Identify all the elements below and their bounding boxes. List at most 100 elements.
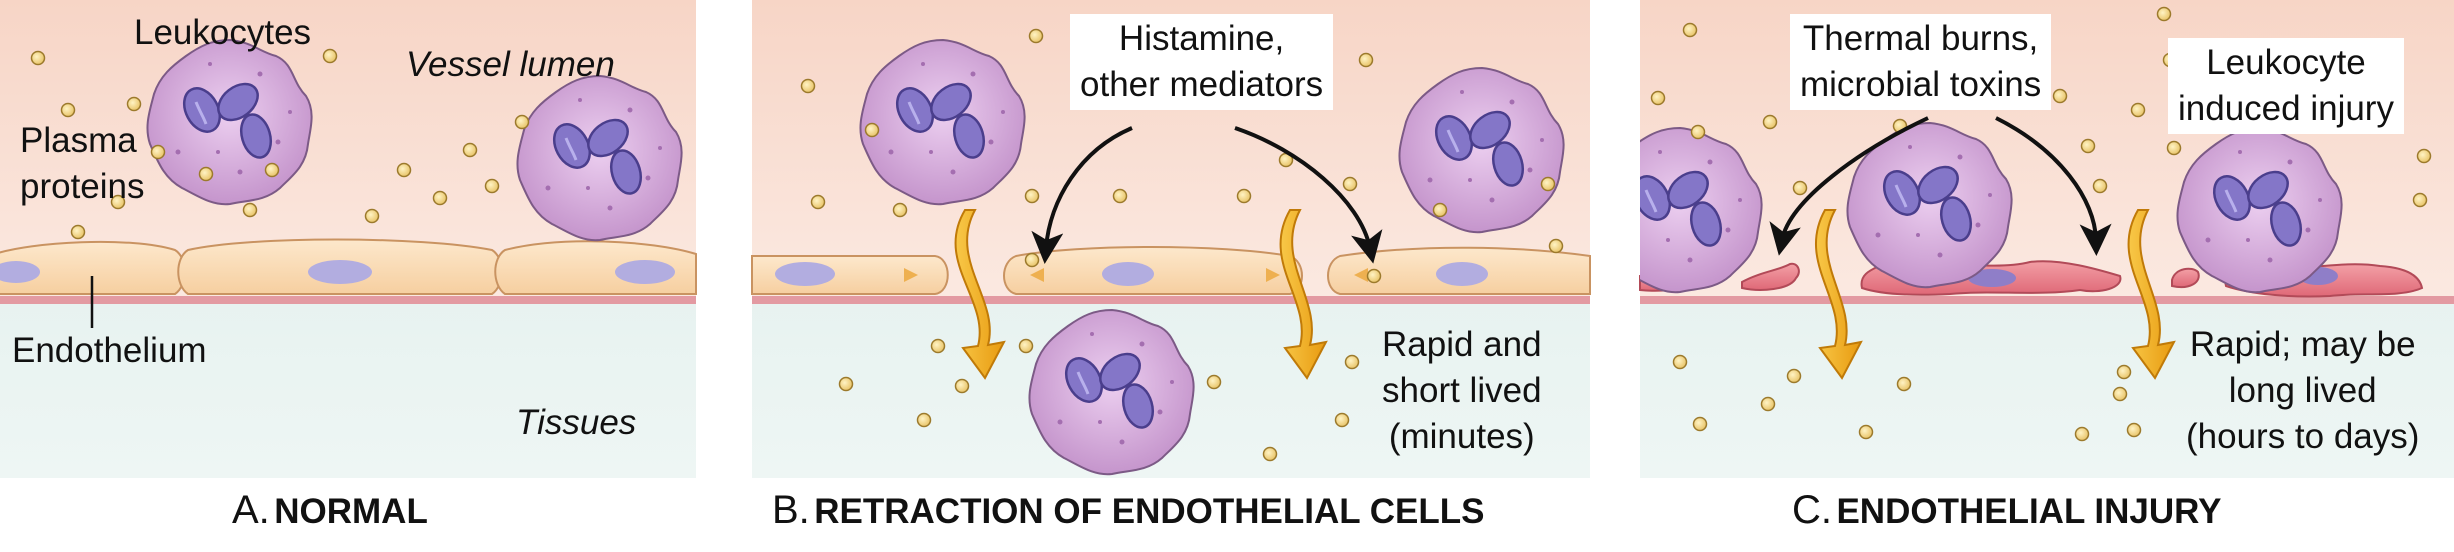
plasma-protein-dot <box>1024 188 1040 204</box>
plasma-proteins-label-line2: proteins <box>20 167 145 206</box>
plasma-protein-dot <box>126 96 142 112</box>
cell-nucleus <box>1436 262 1488 286</box>
plasma-protein-dot <box>110 194 126 210</box>
plasma-protein-dot <box>864 122 880 138</box>
plasma-protein-dot <box>198 166 214 182</box>
cell-nucleus <box>775 262 835 286</box>
plasma-protein-dot <box>2052 88 2068 104</box>
plasma-protein-dot <box>2074 426 2090 442</box>
plasma-protein-dot <box>322 48 338 64</box>
thermal-burns-label: Thermal burns, microbial toxins <box>1790 14 2052 110</box>
injured-cell <box>2171 267 2200 288</box>
toxin-arrow <box>1995 116 2112 256</box>
plasma-protein-dot <box>242 202 258 218</box>
leukocyte <box>1640 126 1764 294</box>
plasma-protein-dot <box>1682 22 1698 38</box>
toxin-arrow <box>1769 116 1929 256</box>
leakage-arrow <box>1814 209 1863 380</box>
retraction-arrow <box>904 268 918 282</box>
plasma-protein-dot <box>1342 176 1358 192</box>
leakage-arrow <box>954 209 1006 380</box>
panel-a-normal <box>0 0 697 478</box>
plasma-protein-dot <box>396 162 412 178</box>
plasma-protein-dot <box>1432 202 1448 218</box>
cell-nucleus <box>1102 262 1154 286</box>
caption-letter: C. <box>1792 488 1832 532</box>
cell-nucleus <box>1968 269 2016 287</box>
retraction-arrow <box>1266 268 1280 282</box>
plasma-protein-dot <box>1672 354 1688 370</box>
plasma-protein-dot <box>2130 102 2146 118</box>
retraction-arrow <box>1030 268 1044 282</box>
plasma-protein-dot <box>800 78 816 94</box>
plasma-protein-dot <box>1858 424 1874 440</box>
plasma-protein-dot <box>2166 140 2182 156</box>
plasma-protein-dot <box>30 50 46 66</box>
plasma-protein-dot <box>1786 368 1802 384</box>
leukocyte-injury-label: Leukocyte induced injury <box>2168 38 2404 134</box>
plasma-protein-dot <box>954 378 970 394</box>
plasma-protein-dot <box>1366 268 1382 284</box>
caption-title: NORMAL <box>274 492 428 531</box>
plasma-protein-dot <box>1358 52 1374 68</box>
plasma-proteins <box>30 48 530 240</box>
plasma-protein-dot <box>1236 188 1252 204</box>
plasma-protein-dot <box>1206 374 1222 390</box>
endothelium-label: Endothelium <box>12 331 207 370</box>
plasma-protein-dot <box>462 142 478 158</box>
plasma-protein-dot <box>2412 192 2428 208</box>
plasma-protein-dot <box>1692 416 1708 432</box>
endothelial-cell <box>1003 246 1303 295</box>
rapid-short-lived-label: Rapid and short lived (minutes) <box>1382 322 1542 460</box>
mediator-arrow <box>1234 126 1383 264</box>
caption-c: C. ENDOTHELIAL INJURY <box>1792 488 2222 533</box>
histamine-label: Histamine, other mediators <box>1070 14 1334 110</box>
cell-nucleus <box>615 260 675 284</box>
duration-line-3: (hours to days) <box>2186 417 2420 456</box>
mediator-arrow <box>1031 126 1133 264</box>
caption-title: ENDOTHELIAL INJURY <box>1836 492 2222 531</box>
plasma-protein-dot <box>1760 396 1776 412</box>
plasma-protein-dot <box>1112 188 1128 204</box>
plasma-proteins-label-line1: Plasma <box>20 121 137 160</box>
plasma-protein-dot <box>1540 176 1556 192</box>
caption-letter: B. <box>772 488 810 532</box>
plasma-protein-dot <box>264 162 280 178</box>
plasma-protein-dot <box>1690 124 1706 140</box>
plasma-protein-dot <box>2416 148 2432 164</box>
plasma-protein-dot <box>1762 114 1778 130</box>
plasma-protein-dot <box>484 178 500 194</box>
plasma-protein-dot <box>1334 412 1350 428</box>
duration-line-3: (minutes) <box>1388 417 1535 456</box>
plasma-protein-dot <box>432 190 448 206</box>
plasma-protein-dot <box>838 376 854 392</box>
retraction-arrow <box>1354 268 1368 282</box>
plasma-protein-dot <box>1018 338 1034 354</box>
duration-line-2: long lived <box>2228 371 2377 410</box>
plasma-protein-dot <box>1792 180 1808 196</box>
endothelial-layer <box>0 238 697 295</box>
tissues-label: Tissues <box>516 403 637 442</box>
cell-nucleus <box>308 260 372 284</box>
plasma-protein-dot <box>1262 446 1278 462</box>
plasma-protein-dot <box>2116 364 2132 380</box>
plasma-protein-dot <box>1024 252 1040 268</box>
plasma-protein-dot <box>1896 376 1912 392</box>
cell-nucleus <box>0 261 40 283</box>
cause-line-2: microbial toxins <box>1800 65 2042 104</box>
plasma-protein-dot <box>60 102 76 118</box>
injury-line-1: Leukocyte <box>2206 43 2366 82</box>
duration-line-1: Rapid; may be <box>2189 325 2416 364</box>
injury-line-2: induced injury <box>2178 89 2394 128</box>
plasma-protein-dot <box>1028 28 1044 44</box>
plasma-protein-dot <box>916 412 932 428</box>
duration-line-2: short lived <box>1382 371 1542 410</box>
rapid-long-lived-label: Rapid; may be long lived (hours to days) <box>2186 322 2419 460</box>
plasma-protein-dot <box>70 224 86 240</box>
cause-line-1: Histamine, <box>1118 19 1285 58</box>
cause-line-1: Thermal burns, <box>1802 19 2039 58</box>
plasma-protein-dot <box>810 194 826 210</box>
plasma-protein-dot <box>2156 6 2172 22</box>
caption-b: B. RETRACTION OF ENDOTHELIAL CELLS <box>772 488 1484 533</box>
plasma-protein-dot <box>2080 138 2096 154</box>
